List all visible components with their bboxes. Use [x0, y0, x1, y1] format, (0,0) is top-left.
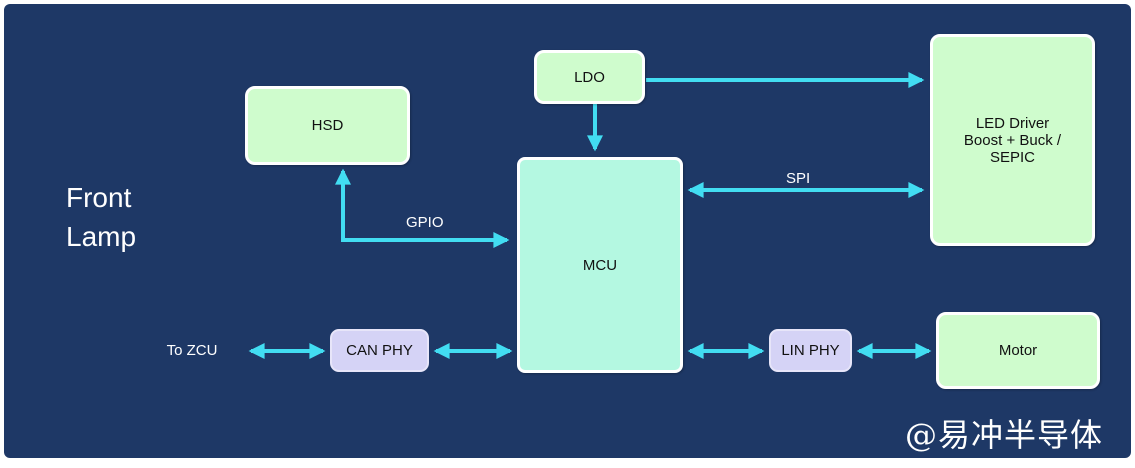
block-led-driver: LED Driver Boost + Buck / SEPIC	[930, 34, 1095, 246]
block-lin-phy: LIN PHY	[769, 329, 852, 372]
watermark: @易冲半导体	[905, 416, 1104, 454]
label-gpio: GPIO	[406, 214, 444, 231]
label-spi: SPI	[786, 170, 811, 187]
label-to-zcu: To ZCU	[166, 342, 218, 359]
diagram-title: Front Lamp	[66, 182, 137, 252]
block-ldo: LDO	[534, 50, 645, 104]
block-hsd: HSD	[245, 86, 410, 165]
block-can-phy: CAN PHY	[330, 329, 429, 372]
block-mcu: MCU	[517, 157, 683, 373]
block-motor: Motor	[936, 312, 1100, 389]
